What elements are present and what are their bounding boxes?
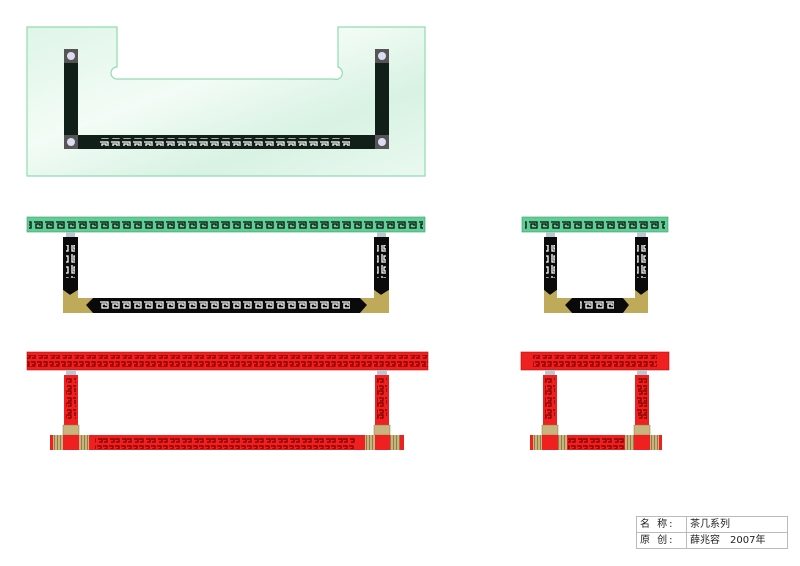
top-view [26, 26, 426, 177]
author-value: 薛兆容 [690, 535, 720, 546]
author-label: 原 创: [637, 533, 687, 548]
red-front-view [26, 351, 429, 450]
left-gold-corner [63, 290, 93, 313]
front-view [26, 216, 426, 313]
year-value: 2007年 [730, 535, 766, 546]
title-row-name: 名 称: 茶几系列 [637, 517, 787, 533]
greek-key-pattern [100, 138, 350, 146]
red-side-view [520, 351, 670, 450]
title-row-author: 原 创: 薛兆容 2007年 [637, 533, 787, 548]
name-value: 茶几系列 [690, 519, 730, 530]
frame-right-leg [375, 49, 389, 149]
name-label: 名 称: [637, 517, 687, 532]
bolt-icons [67, 52, 386, 146]
side-view [521, 216, 669, 313]
right-gold-corner [360, 290, 389, 313]
title-block: 名 称: 茶几系列 原 创: 薛兆容 2007年 [636, 516, 788, 549]
frame-left-leg [64, 49, 78, 149]
glass-top [26, 26, 426, 177]
